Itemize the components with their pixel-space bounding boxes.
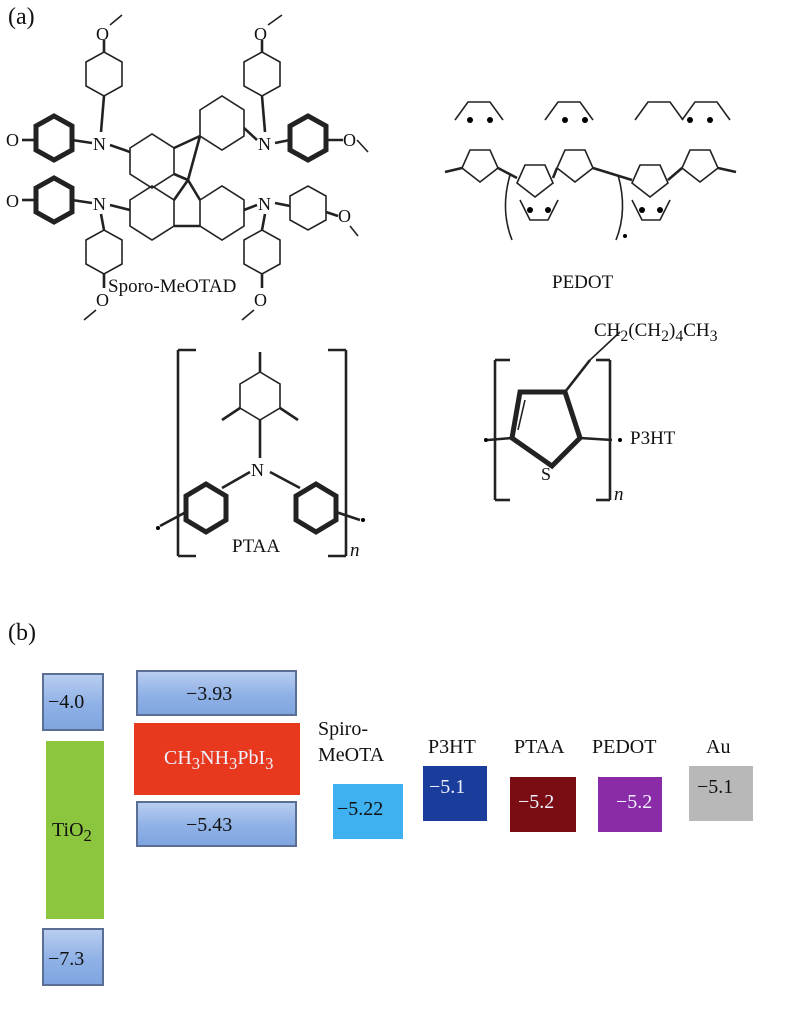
ptaa-n-subscript: n xyxy=(350,540,360,561)
tio2-cb-value: −4.0 xyxy=(48,691,85,713)
tio2-label: TiO2 xyxy=(52,819,92,845)
svg-text:O: O xyxy=(254,290,267,310)
p3ht-n-subscript: n xyxy=(614,484,624,505)
p3ht-label: P3HT xyxy=(630,428,676,449)
htm-level-p3ht: −5.1 xyxy=(423,766,487,821)
htm-level-pedot: −5.2 xyxy=(598,777,662,832)
htm-header-ptaa: PTAA xyxy=(514,736,565,758)
svg-text:O: O xyxy=(96,24,109,44)
svg-text:O: O xyxy=(254,24,267,44)
ptaa-label: PTAA xyxy=(232,536,281,557)
htm-level-spiro: −5.22 xyxy=(333,784,403,839)
htm-value-spiro: −5.22 xyxy=(337,798,384,820)
htm-value-pedot: −5.2 xyxy=(616,791,653,813)
tio2-conduction-band-box: −4.0 xyxy=(42,673,104,731)
htm-header-p3ht: P3HT xyxy=(428,736,476,758)
perovskite-bandgap-bar: CH3NH3PbI3 xyxy=(134,723,300,795)
tio2-vb-value: −7.3 xyxy=(48,948,85,970)
htm-value-p3ht: −5.1 xyxy=(429,776,466,798)
svg-text:N: N xyxy=(251,460,264,480)
perovskite-cb-value: −3.93 xyxy=(186,683,233,705)
htm-level-ptaa: −5.2 xyxy=(510,777,576,832)
svg-text:S: S xyxy=(541,464,551,484)
svg-text:N: N xyxy=(258,134,271,154)
svg-text:O: O xyxy=(343,130,356,150)
svg-text:O: O xyxy=(6,191,19,211)
chemical-structures: N N N N O O O O O xyxy=(6,14,737,558)
spiro-meotad-structure: N N N N O O O O O xyxy=(6,14,369,321)
p3ht-structure: S xyxy=(484,331,622,502)
svg-text:O: O xyxy=(6,130,19,150)
svg-text:O: O xyxy=(96,290,109,310)
pedot-label: PEDOT xyxy=(552,272,614,293)
svg-text:N: N xyxy=(93,194,106,214)
tio2-bandgap-bar: TiO2 xyxy=(46,741,104,919)
panel-a-label: (a) xyxy=(8,4,35,30)
svg-text:O: O xyxy=(338,206,351,226)
perovskite-valence-band-box: −5.43 xyxy=(136,801,297,847)
htm-value-au: −5.1 xyxy=(697,776,734,798)
tio2-valence-band-box: −7.3 xyxy=(42,928,104,986)
htm-level-au: −5.1 xyxy=(689,766,753,821)
svg-text:N: N xyxy=(258,194,271,214)
pedot-structure xyxy=(444,101,737,241)
htm-value-ptaa: −5.2 xyxy=(518,791,555,813)
ptaa-structure: N xyxy=(156,348,365,558)
panel-b-label: (b) xyxy=(8,620,36,646)
htm-header-pedot: PEDOT xyxy=(592,736,657,758)
svg-text:N: N xyxy=(93,134,106,154)
p3ht-hexyl-substituent: CH2(CH2)4CH3 xyxy=(594,320,718,345)
htm-header-au: Au xyxy=(706,736,731,758)
perovskite-vb-value: −5.43 xyxy=(186,814,233,836)
perovskite-label: CH3NH3PbI3 xyxy=(164,747,274,773)
htm-header-spiro: Spiro- MeOTA xyxy=(318,718,385,766)
spiro-meotad-label: Sporo-MeOTAD xyxy=(108,276,237,297)
perovskite-conduction-band-box: −3.93 xyxy=(136,670,297,716)
